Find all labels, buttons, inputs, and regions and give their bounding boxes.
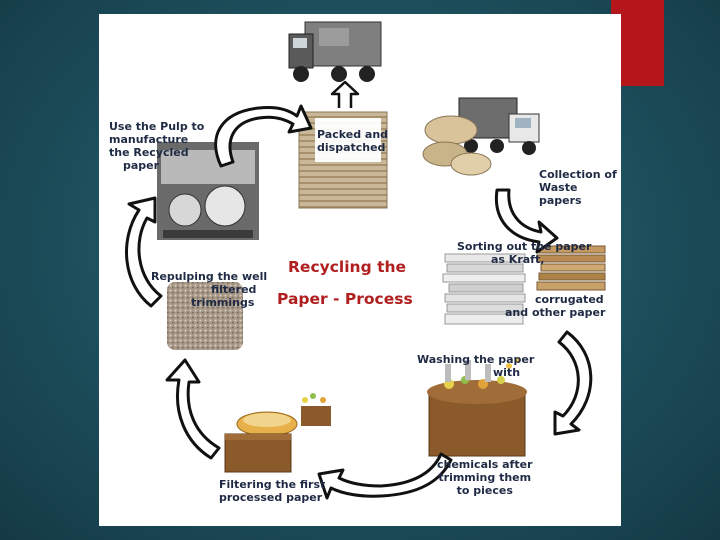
label-line: manufacture [109,133,189,146]
diagram-card: Use the Pulp to manufacture the Recycled… [99,14,621,526]
diagram-title-line-2: Paper - Process [277,290,413,308]
label-line: Repulping the well [151,270,268,283]
label-line: and other paper [505,306,606,319]
label-packed: Packed and dispatched [317,128,388,154]
label-use-pulp: Use the Pulp to manufacture the Recycled… [109,120,204,172]
label-line: paper [123,159,160,172]
label-sorting-cont: corrugated and other paper [505,293,605,319]
cycle-arrows [125,104,593,500]
label-line: trimmings [191,296,255,309]
label-line: as Kraft, [491,253,545,266]
collection-truck-image [422,97,540,176]
sorted-paper-stack-image [442,245,606,325]
arrow-sorting-to-washing-icon [553,330,593,436]
label-line: dispatched [317,141,386,154]
arrow-filtering-to-repulping-icon [165,358,221,460]
label-repulping: Repulping the well filtered trimmings [151,270,267,309]
process-illustration [125,21,606,500]
packed-bundles-image [298,111,388,209]
label-sorting: Sorting out the paper as Kraft, [457,240,591,266]
label-line: Washing the paper [417,353,535,366]
pulp-trimmings-image [167,282,243,350]
label-line: Packed and [317,128,389,141]
diagram-title-line-1: Recycling the [288,258,407,276]
label-line: corrugated [535,293,604,306]
label-line: chemicals after [437,458,533,471]
label-washing-cont: chemicals after trimming them to pieces [437,458,533,497]
filtering-image [224,393,331,473]
label-line: processed paper [219,491,323,504]
label-filtering: Filtering the first processed paper [219,478,325,504]
label-collection: Collection of Waste papers [539,168,621,207]
arrow-collection-to-sorting-icon [494,188,559,254]
label-line: to pieces [456,484,513,497]
label-line: with [493,366,521,379]
label-line: Sorting out the paper [457,240,592,253]
arrow-pulp-to-packed-icon [214,104,313,168]
label-line: the Recycled [109,146,189,159]
paper-machine-image [157,142,259,240]
arrow-repulping-to-pulp-icon [125,196,163,308]
washing-tank-image [427,357,527,457]
label-line: Filtering the first [219,478,326,491]
truck-image [288,21,382,82]
arrow-washing-to-filtering-icon [317,452,453,500]
up-arrow-icon [330,80,360,108]
label-line: trimming them [438,471,532,484]
label-line: Waste papers [539,181,582,207]
label-washing: Washing the paper with [417,353,534,379]
label-line: Collection of [539,168,617,181]
label-line: filtered [211,283,257,296]
label-line: Use the Pulp to [109,120,205,133]
